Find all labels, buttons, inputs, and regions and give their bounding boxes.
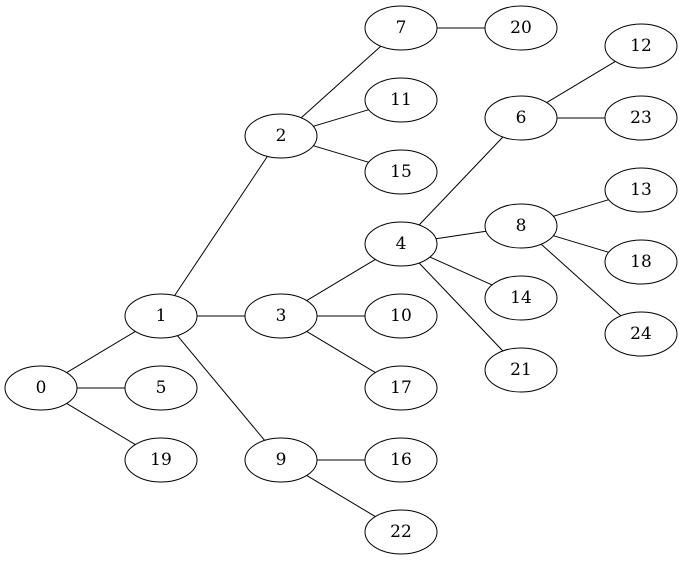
node-ellipse: [484, 95, 558, 141]
node-label: 9: [276, 450, 287, 470]
node-1: 1: [124, 293, 198, 339]
node-label: 14: [510, 288, 532, 308]
node-23: 23: [604, 95, 678, 141]
node-0: 0: [4, 365, 78, 411]
edge-2-11: [313, 109, 369, 127]
edge-8-24: [540, 243, 622, 317]
node-label: 15: [390, 162, 412, 182]
node-ellipse: [244, 437, 318, 483]
node-ellipse: [484, 5, 558, 51]
node-label: 21: [510, 360, 532, 380]
node-label: 5: [156, 378, 167, 398]
node-label: 16: [390, 450, 412, 470]
node-3: 3: [244, 293, 318, 339]
node-11: 11: [364, 77, 438, 123]
node-ellipse: [604, 167, 678, 213]
edge-0-19: [66, 402, 136, 446]
node-ellipse: [4, 365, 78, 411]
node-label: 17: [390, 378, 412, 398]
node-2: 2: [244, 113, 318, 159]
node-label: 3: [276, 306, 287, 326]
node-label: 2: [276, 126, 287, 146]
node-label: 8: [516, 216, 527, 236]
node-14: 14: [484, 275, 558, 321]
edge-8-18: [553, 235, 609, 253]
edge-4-8: [435, 230, 487, 240]
node-label: 18: [630, 252, 652, 272]
edge-9-22: [306, 474, 376, 518]
node-22: 22: [364, 509, 438, 555]
node-label: 4: [396, 234, 407, 254]
node-ellipse: [364, 437, 438, 483]
node-label: 11: [390, 90, 412, 110]
node-16: 16: [364, 437, 438, 483]
node-4: 4: [364, 221, 438, 267]
edge-2-7: [300, 45, 382, 119]
node-17: 17: [364, 365, 438, 411]
node-21: 21: [484, 347, 558, 393]
node-label: 24: [630, 324, 652, 344]
node-ellipse: [124, 437, 198, 483]
node-label: 19: [150, 450, 172, 470]
edges: [66, 27, 622, 518]
node-ellipse: [364, 149, 438, 195]
node-13: 13: [604, 167, 678, 213]
node-9: 9: [244, 437, 318, 483]
node-24: 24: [604, 311, 678, 357]
node-label: 0: [36, 378, 47, 398]
edge-8-13: [553, 199, 609, 217]
node-ellipse: [484, 347, 558, 393]
edge-4-14: [429, 256, 493, 286]
node-7: 7: [364, 5, 438, 51]
node-label: 22: [390, 522, 412, 542]
edge-0-1: [66, 330, 136, 374]
node-12: 12: [604, 23, 678, 69]
node-ellipse: [124, 365, 198, 411]
node-ellipse: [364, 221, 438, 267]
node-ellipse: [604, 239, 678, 285]
node-label: 12: [630, 36, 652, 56]
edge-2-15: [313, 145, 369, 163]
node-label: 1: [156, 306, 167, 326]
edge-4-6: [418, 136, 504, 226]
node-label: 10: [390, 306, 412, 326]
node-ellipse: [364, 5, 438, 51]
node-label: 6: [516, 108, 527, 128]
node-label: 13: [630, 180, 652, 200]
node-ellipse: [604, 95, 678, 141]
node-ellipse: [484, 275, 558, 321]
node-ellipse: [364, 77, 438, 123]
node-10: 10: [364, 293, 438, 339]
edge-1-2: [174, 156, 268, 296]
node-ellipse: [604, 23, 678, 69]
node-18: 18: [604, 239, 678, 285]
edge-3-4: [306, 258, 376, 302]
node-label: 7: [396, 18, 407, 38]
node-20: 20: [484, 5, 558, 51]
node-label: 20: [510, 18, 532, 38]
node-19: 19: [124, 437, 198, 483]
node-label: 23: [630, 108, 652, 128]
node-ellipse: [364, 365, 438, 411]
node-ellipse: [364, 293, 438, 339]
node-5: 5: [124, 365, 198, 411]
node-ellipse: [604, 311, 678, 357]
node-8: 8: [484, 203, 558, 249]
edge-1-9: [176, 335, 266, 441]
node-ellipse: [244, 113, 318, 159]
node-ellipse: [244, 293, 318, 339]
edge-6-12: [546, 60, 616, 104]
edge-4-21: [418, 262, 504, 352]
node-6: 6: [484, 95, 558, 141]
node-ellipse: [124, 293, 198, 339]
node-ellipse: [364, 509, 438, 555]
node-ellipse: [484, 203, 558, 249]
node-15: 15: [364, 149, 438, 195]
edge-3-17: [306, 330, 376, 374]
